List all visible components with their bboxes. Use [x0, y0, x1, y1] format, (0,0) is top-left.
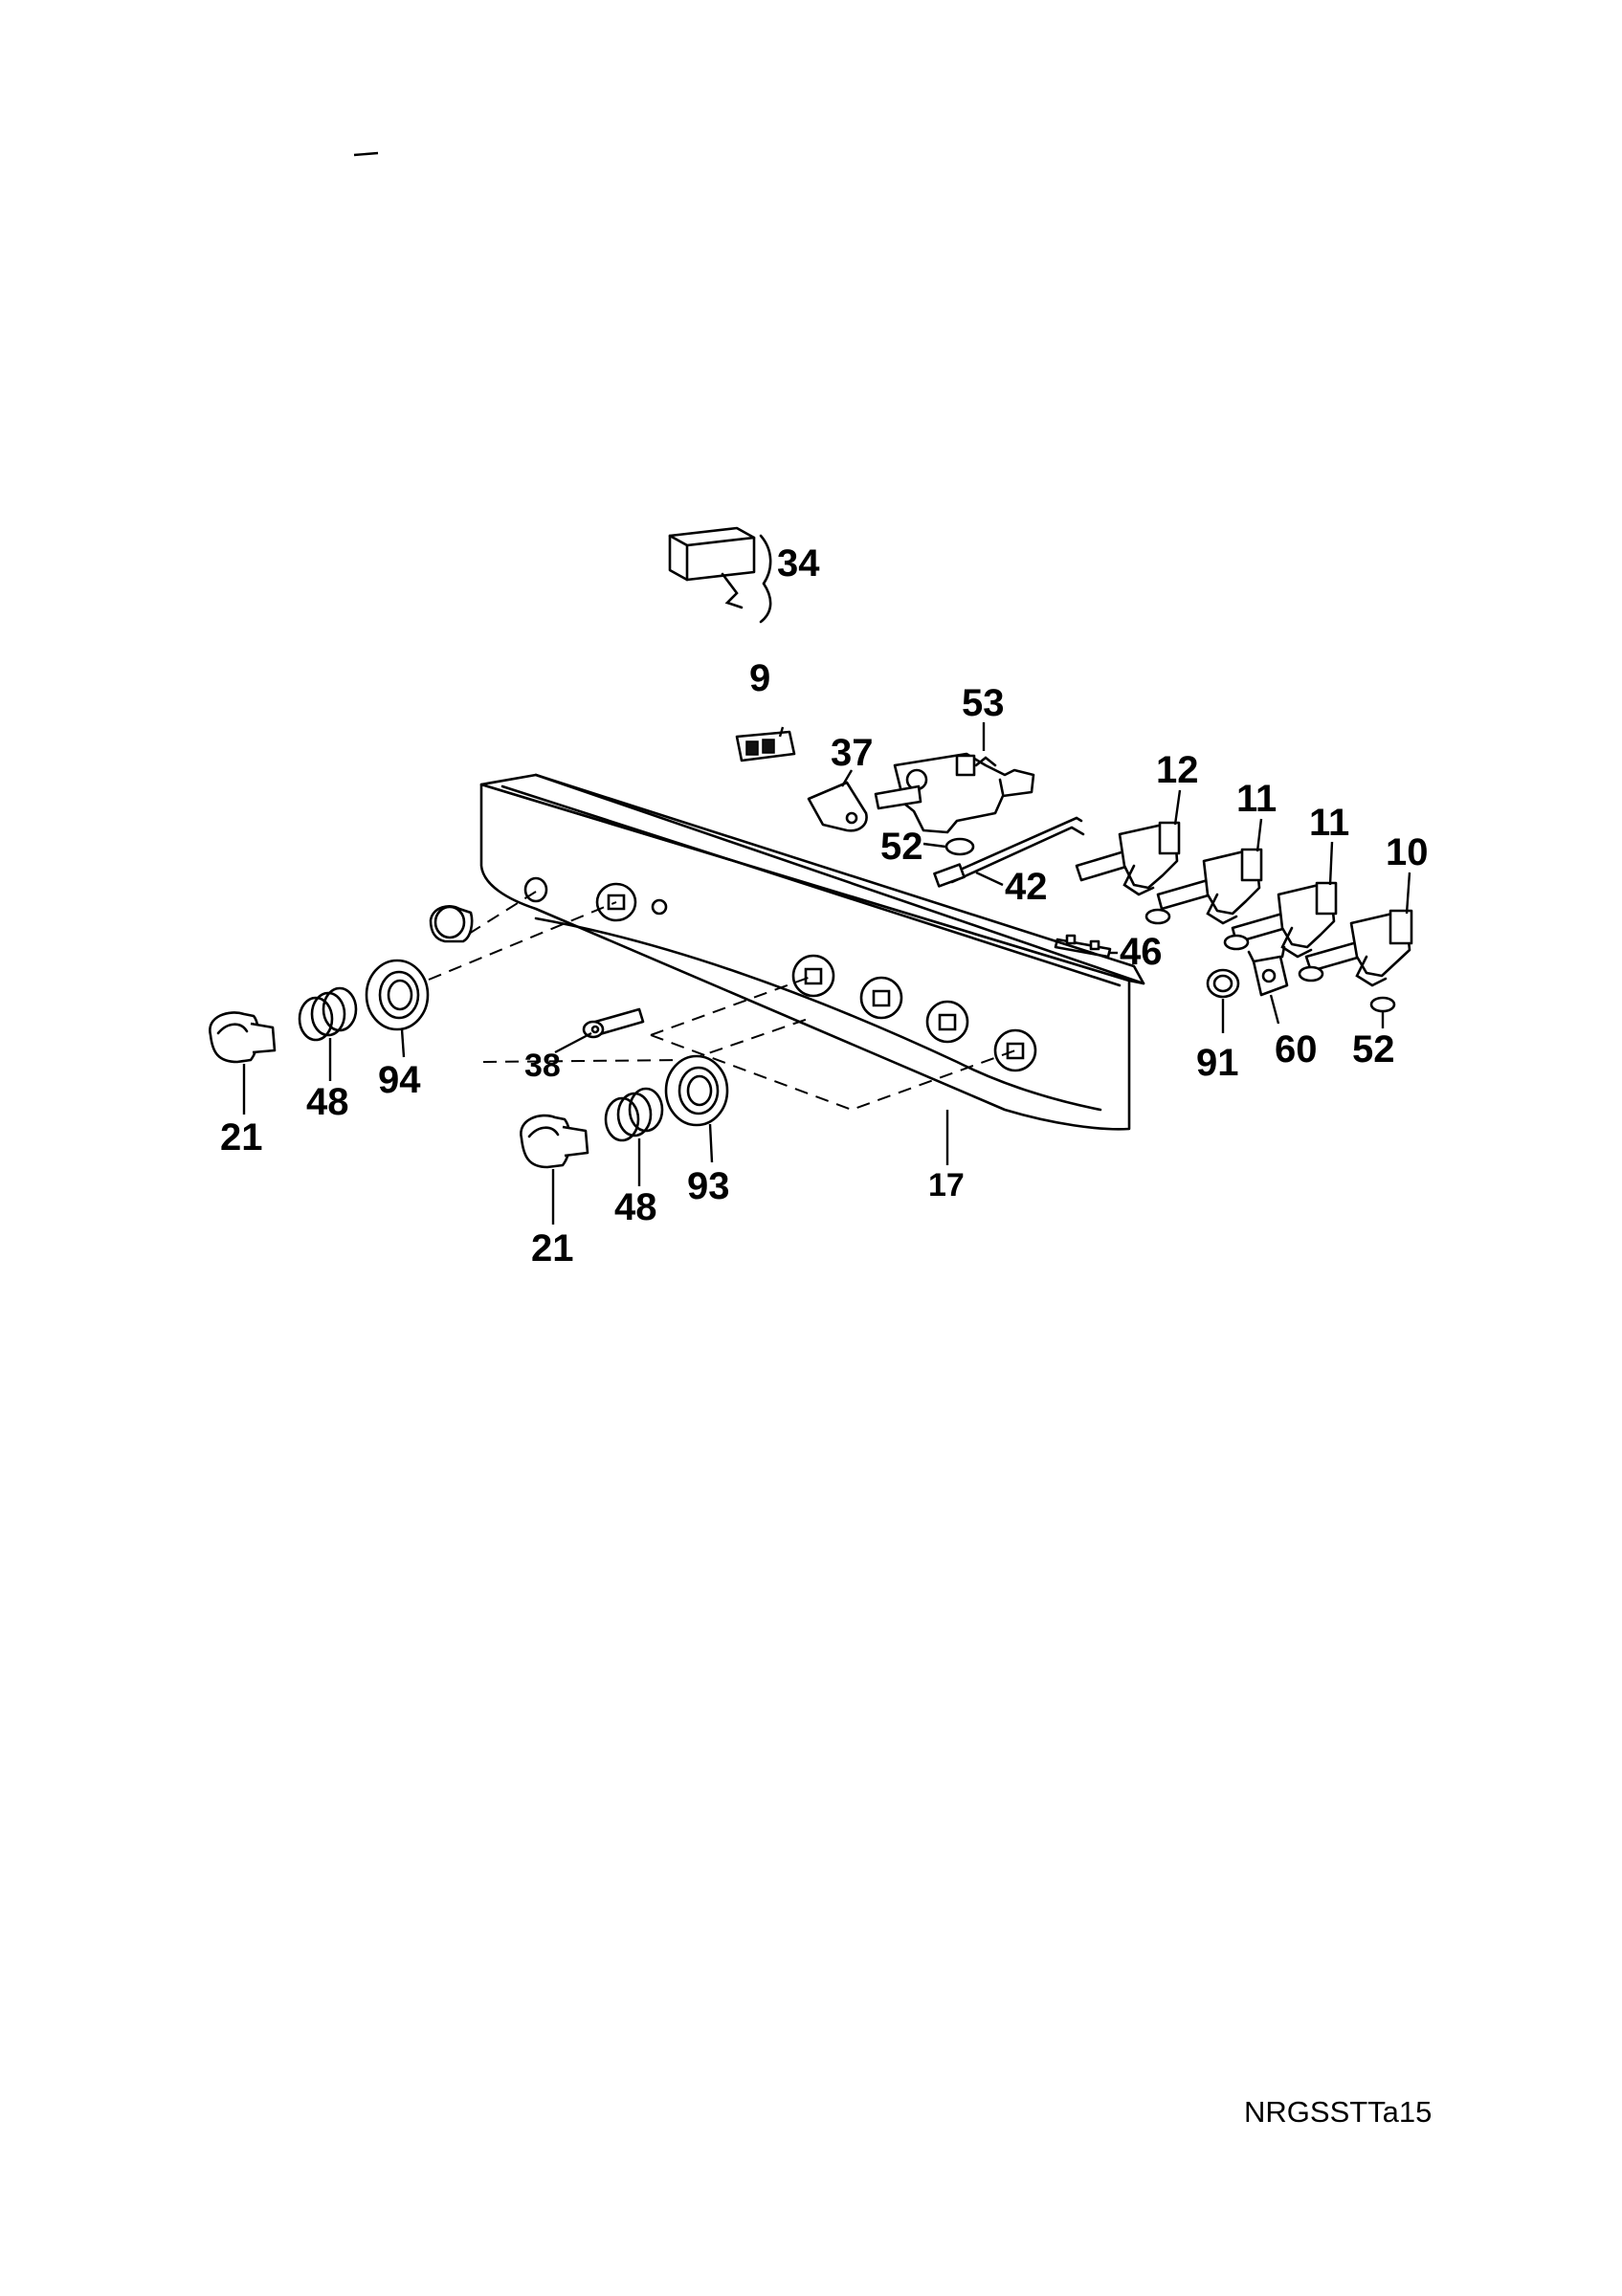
part-52-washer-upper	[944, 837, 975, 856]
label-60: 60	[1275, 1028, 1318, 1071]
label-91: 91	[1196, 1042, 1239, 1084]
small-washer-2	[1223, 934, 1250, 951]
part-9-switch	[735, 726, 796, 762]
label-11-a: 11	[1236, 778, 1277, 820]
part-11-valve-b	[1231, 881, 1338, 959]
alignment-line-4	[650, 1034, 1016, 1112]
diagram-code: NRGSSTTa15	[1244, 2095, 1432, 2129]
label-42: 42	[1005, 866, 1048, 908]
part-21-knob-upper	[209, 1011, 277, 1064]
alignment-line-3	[650, 975, 814, 1036]
part-42-thermocouple	[933, 816, 1085, 888]
part-37-cap	[807, 781, 868, 832]
part-46-clip	[1054, 934, 1112, 959]
part-12-valve	[1075, 821, 1181, 896]
part-38-igniter	[582, 1007, 645, 1039]
label-46: 46	[1120, 931, 1163, 973]
part-48-spring-lower	[604, 1087, 664, 1142]
part-11-valve-a	[1156, 848, 1263, 925]
alignment-line-1	[468, 891, 537, 935]
label-34: 34	[777, 542, 820, 585]
part-60-ignition-bracket	[1247, 945, 1289, 997]
alignment-line-6	[482, 1059, 690, 1063]
small-washer-1	[1144, 908, 1171, 925]
label-37: 37	[831, 732, 874, 774]
label-53: 53	[962, 682, 1005, 724]
label-21-upper: 21	[220, 1116, 263, 1159]
part-53-gas-tap	[874, 752, 1035, 834]
label-52-upper: 52	[880, 826, 923, 868]
part-48-spring-upper	[298, 986, 358, 1042]
part-93-bezel-lower	[664, 1054, 729, 1127]
label-11-b: 11	[1309, 802, 1349, 844]
alignment-line-5	[688, 1016, 814, 1061]
label-17: 17	[928, 1167, 965, 1203]
push-button-cap	[429, 905, 474, 943]
label-93: 93	[687, 1165, 730, 1207]
label-9: 9	[749, 657, 770, 699]
label-48-lower: 48	[614, 1186, 657, 1228]
scan-mark	[353, 151, 379, 157]
label-48-upper: 48	[306, 1081, 349, 1123]
label-94: 94	[378, 1059, 421, 1101]
label-12: 12	[1156, 749, 1199, 791]
label-21-lower: 21	[531, 1227, 574, 1269]
label-10: 10	[1386, 831, 1429, 873]
small-washer-3	[1298, 965, 1324, 982]
label-52-lower: 52	[1352, 1028, 1395, 1071]
alignment-line-2	[428, 901, 617, 981]
label-38: 38	[524, 1048, 561, 1084]
part-52-washer-lower	[1369, 996, 1396, 1013]
part-21-knob-lower	[520, 1114, 589, 1169]
part-17-control-panel	[479, 773, 1145, 1131]
part-94-bezel-upper	[365, 959, 430, 1031]
part-34-bracket	[668, 526, 772, 624]
part-91-bush	[1206, 968, 1240, 999]
part-10-valve	[1304, 909, 1413, 987]
